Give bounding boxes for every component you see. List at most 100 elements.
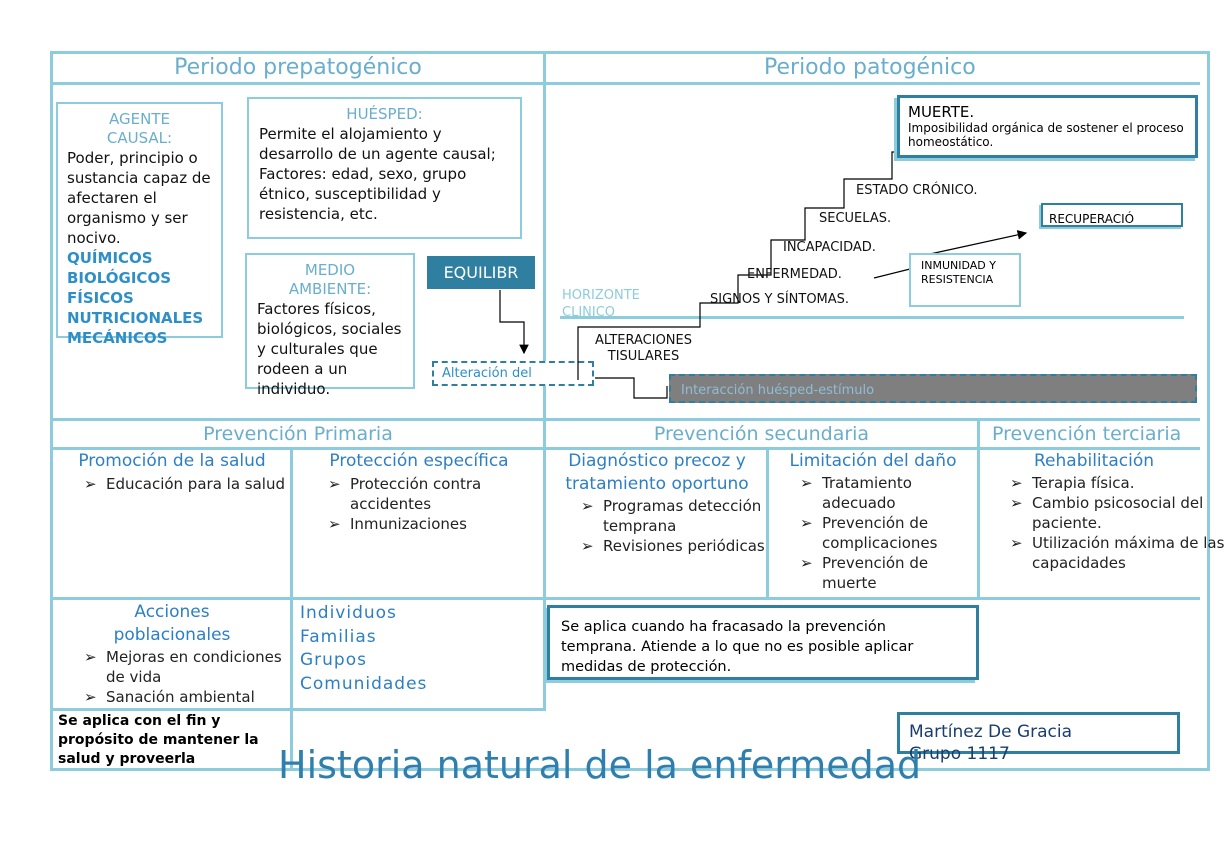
agente-type-nutricionales: NUTRICIONALES bbox=[67, 309, 204, 327]
promocion-salud-title: Promoción de la salud bbox=[78, 451, 266, 471]
arrow-bullet-icon: ➢ bbox=[328, 475, 341, 493]
agente-causal-title: AGENTE CAUSAL: bbox=[106, 110, 173, 147]
list-item: ➢Inmunizaciones bbox=[328, 515, 467, 533]
promocion-salud-cell: Promoción de la salud ➢Educación para la… bbox=[56, 450, 288, 596]
header-divider bbox=[50, 82, 1200, 85]
arrow-bullet-icon: ➢ bbox=[328, 515, 341, 533]
stair-estado-cronico: ESTADO CRÓNICO. bbox=[856, 183, 978, 198]
inmunidad-box: INMUNIDAD Y RESISTENCIA bbox=[909, 253, 1021, 307]
huesped-box: HUÉSPED: Permite el alojamiento y desarr… bbox=[247, 97, 522, 239]
equilibrio-arrow bbox=[499, 290, 529, 355]
interaccion-band: Interacción huésped-estímulo bbox=[669, 374, 1197, 403]
header-prevencion-secundaria: Prevención secundaria bbox=[653, 423, 870, 445]
inmunidad-connector bbox=[873, 268, 911, 279]
arrow-bullet-icon: ➢ bbox=[84, 648, 97, 666]
primaria-note: Se aplica con el fin y propósito de mant… bbox=[58, 713, 259, 767]
primaria-bottom-divider bbox=[50, 708, 546, 711]
staircase-svg bbox=[499, 151, 1028, 399]
proteccion-especifica-title: Protección específica bbox=[329, 451, 509, 471]
agente-type-biologicos: BIOLÓGICOS bbox=[67, 269, 171, 287]
col-divider-primary bbox=[290, 447, 293, 771]
acciones-poblacionales-cell: Acciones poblacionales ➢Mejoras en condi… bbox=[56, 601, 288, 707]
prevention-divider bbox=[50, 418, 1200, 421]
secundaria-note-box: Se aplica cuando ha fracasado la prevenc… bbox=[547, 605, 979, 680]
alteracion-box: Alteración del bbox=[432, 361, 594, 386]
grupo-grupos: Grupos bbox=[300, 650, 367, 670]
stair-secuelas: SECUELAS. bbox=[819, 211, 892, 226]
arrow-bullet-icon: ➢ bbox=[1010, 494, 1023, 512]
list-item: ➢Programas detección temprana bbox=[581, 497, 762, 535]
limitacion-dano-title: Limitación del daño bbox=[789, 451, 957, 471]
muerte-title: MUERTE. bbox=[908, 103, 975, 121]
header-prevencion-primaria: Prevención Primaria bbox=[203, 423, 393, 445]
alteracion-to-band-connector bbox=[595, 377, 668, 399]
main-title: Historia natural de la enfermedad bbox=[278, 743, 922, 787]
list-item: ➢Sanación ambiental bbox=[84, 688, 255, 706]
agente-type-fisicos: FÍSICOS bbox=[67, 289, 134, 307]
grupo-individuos: Individuos bbox=[300, 603, 397, 623]
huesped-text: Permite el alojamiento y desarrollo de u… bbox=[259, 125, 496, 223]
agente-causal-box: AGENTE CAUSAL: Poder, principio o sustan… bbox=[56, 102, 223, 347]
list-item: ➢Educación para la salud bbox=[84, 475, 285, 493]
proteccion-especifica-cell: Protección específica ➢Protección contra… bbox=[296, 450, 542, 596]
header-prevencion-terciaria: Prevención terciaria bbox=[992, 423, 1182, 445]
equilibrio-box: EQUILIBR bbox=[427, 256, 535, 289]
outer-frame bbox=[50, 51, 1210, 771]
horizonte-clinico-line bbox=[560, 316, 1184, 319]
staircase-line bbox=[577, 151, 900, 380]
arrow-bullet-icon: ➢ bbox=[1010, 534, 1023, 552]
arrow-bullet-icon: ➢ bbox=[800, 474, 813, 492]
medio-ambiente-text: Factores físicos, biológicos, sociales y… bbox=[257, 300, 402, 398]
list-item: ➢Revisiones periódicas bbox=[581, 537, 765, 555]
list-item: ➢Prevención de complicaciones bbox=[800, 514, 938, 552]
diagnostico-precoz-list: ➢Programas detección temprana ➢Revisione… bbox=[577, 496, 765, 556]
diagnostico-precoz-cell: Diagnóstico precoz y tratamiento oportun… bbox=[549, 450, 765, 596]
list-item: ➢Cambio psicosocial del paciente. bbox=[1010, 494, 1204, 532]
medio-ambiente-title: MEDIO AMBIENTE: bbox=[288, 261, 372, 298]
list-item: ➢Mejoras en condiciones de vida bbox=[84, 648, 282, 686]
stair-incapacidad: INCAPACIDAD. bbox=[783, 240, 876, 255]
medio-ambiente-box: MEDIO AMBIENTE: Factores físicos, biológ… bbox=[245, 253, 415, 398]
arrow-bullet-icon: ➢ bbox=[800, 514, 813, 532]
stair-signos: SIGNOS Y SÍNTOMAS. bbox=[710, 292, 850, 307]
arrow-bullet-icon: ➢ bbox=[581, 537, 594, 555]
agente-causal-text: Poder, principio o sustancia capaz de af… bbox=[67, 149, 211, 247]
arrow-bullet-icon: ➢ bbox=[800, 554, 813, 572]
list-item: ➢Prevención de muerte bbox=[800, 554, 929, 592]
acciones-poblacionales-title: Acciones poblacionales bbox=[113, 602, 231, 645]
list-item: ➢Protección contra accidentes bbox=[328, 475, 482, 513]
alteracion-label: Alteración del bbox=[442, 366, 532, 381]
stair-alteraciones-tisulares: ALTERACIONES TISULARES bbox=[594, 333, 692, 364]
header-patogenico: Periodo patogénico bbox=[764, 55, 976, 80]
inmunidad-label: INMUNIDAD Y RESISTENCIA bbox=[921, 259, 996, 286]
rehabilitacion-title: Rehabilitación bbox=[1034, 451, 1154, 471]
header-prepatogenico: Periodo prepatogénico bbox=[174, 55, 422, 80]
stair-enfermedad: ENFERMEDAD. bbox=[747, 267, 842, 282]
agente-type-quimicos: QUÍMICOS bbox=[67, 249, 153, 267]
list-item: ➢Terapia física. bbox=[1010, 474, 1135, 492]
author-box: Martínez De Gracia Grupo 1117 bbox=[897, 712, 1180, 764]
limitacion-dano-cell: Limitación del daño ➢Tratamiento adecuad… bbox=[770, 450, 976, 596]
rehabilitacion-cell: Rehabilitación ➢Terapia física. ➢Cambio … bbox=[982, 450, 1224, 596]
rehabilitacion-list: ➢Terapia física. ➢Cambio psicosocial del… bbox=[1006, 473, 1226, 573]
huesped-title: HUÉSPED: bbox=[346, 105, 423, 123]
secundaria-note-text: Se aplica cuando ha fracasado la prevenc… bbox=[561, 619, 914, 675]
muerte-box: MUERTE. Imposibilidad orgánica de sosten… bbox=[897, 95, 1198, 158]
recuperacion-label: RECUPERACIÓ bbox=[1049, 212, 1135, 226]
recuperacion-arrow bbox=[929, 230, 1028, 255]
prevention-header-divider bbox=[50, 447, 1200, 450]
author-name: Martínez De Gracia bbox=[909, 722, 1073, 742]
diagnostico-precoz-title: Diagnóstico precoz y tratamiento oportun… bbox=[565, 451, 749, 494]
col-divider-secundaria bbox=[766, 447, 769, 599]
arrow-bullet-icon: ➢ bbox=[1010, 474, 1023, 492]
grupo-familias: Familias bbox=[300, 626, 377, 647]
recuperacion-box: RECUPERACIÓ bbox=[1041, 203, 1183, 227]
col-divider-terciaria bbox=[977, 418, 980, 599]
arrow-bullet-icon: ➢ bbox=[84, 688, 97, 706]
acciones-poblacionales-list: ➢Mejoras en condiciones de vida ➢Sanació… bbox=[80, 647, 288, 707]
list-item: ➢Utilización máxima de las capacidades bbox=[1010, 534, 1225, 572]
proteccion-especifica-list: ➢Protección contra accidentes ➢Inmunizac… bbox=[324, 474, 542, 534]
equilibrio-label: EQUILIBR bbox=[443, 263, 519, 282]
row-divider bbox=[50, 597, 1200, 600]
arrow-bullet-icon: ➢ bbox=[84, 475, 97, 493]
